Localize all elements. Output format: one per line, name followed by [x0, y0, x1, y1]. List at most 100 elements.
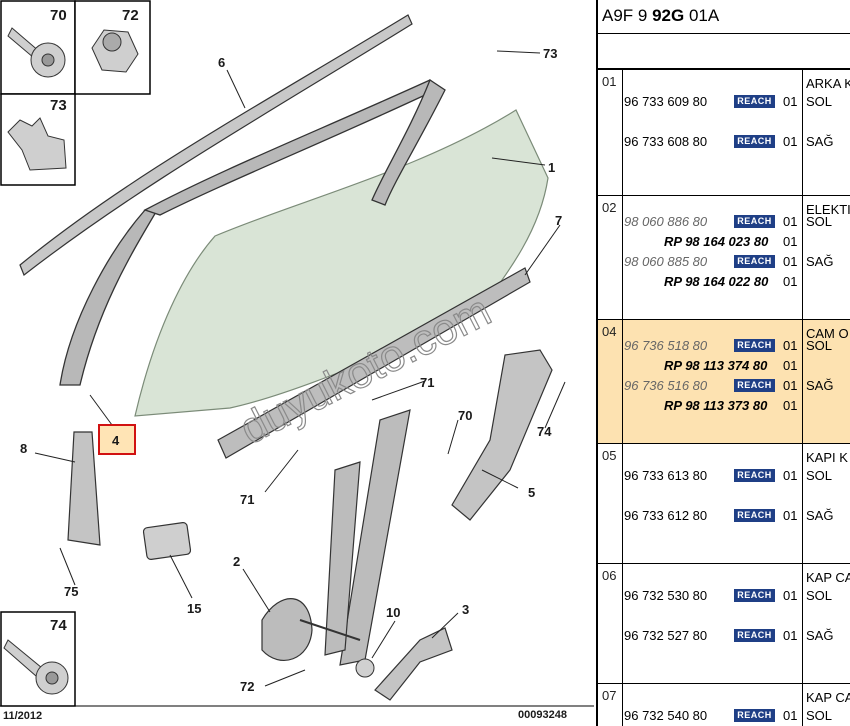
part-number[interactable]: 96 736 518 80	[624, 338, 708, 353]
quantity: 01	[783, 708, 798, 723]
inset-part-74: 74	[0, 611, 76, 707]
side-label: SAĞ	[806, 508, 834, 523]
callout-74: 74	[537, 424, 552, 439]
column-divider	[622, 684, 623, 726]
quantity: 01	[783, 274, 798, 289]
callout-75: 75	[64, 584, 78, 599]
part-number[interactable]: RP 98 113 374 80	[664, 358, 768, 373]
part-number[interactable]: 96 733 612 80	[624, 508, 708, 523]
part-number[interactable]: RP 98 164 022 80	[664, 274, 769, 289]
group-number: 06	[602, 568, 617, 583]
group-02[interactable]: 02 ELEKTI 98 060 886 80 REACH 01 SOL RP 98 164…	[598, 196, 850, 320]
group-number: 07	[602, 688, 617, 703]
clip-icon	[7, 117, 67, 171]
part-number[interactable]: 98 060 885 80	[624, 254, 708, 269]
callout-8: 8	[20, 441, 27, 456]
part-number[interactable]: RP 98 164 023 80	[664, 234, 769, 249]
reach-badge: REACH	[734, 215, 775, 228]
callout-4: 4	[112, 433, 120, 448]
callout-15: 15	[187, 601, 201, 616]
part-number[interactable]: 96 733 609 80	[624, 94, 708, 109]
callout-70-inset: 70	[50, 7, 67, 24]
quantity: 01	[783, 378, 798, 393]
group-number: 02	[602, 200, 617, 215]
column-divider	[622, 564, 623, 683]
reference-bold: 92G	[652, 6, 685, 25]
reach-badge: REACH	[734, 629, 775, 642]
callout-72: 72	[240, 679, 254, 694]
footer-date: 11/2012	[3, 710, 42, 722]
group-description: KAP CA	[806, 690, 850, 705]
column-divider	[622, 196, 623, 319]
window-crank-handle	[374, 627, 453, 701]
side-label: SAĞ	[806, 134, 834, 149]
column-divider	[622, 444, 623, 563]
reach-badge: REACH	[734, 379, 775, 392]
part-row[interactable]: 96 733 612 80 REACH 01 SAĞ	[598, 508, 850, 526]
part-number[interactable]: 96 732 527 80	[624, 628, 708, 643]
side-label: SOL	[806, 338, 833, 353]
part-number[interactable]: RP 98 113 373 80	[664, 398, 768, 413]
reach-badge: REACH	[734, 589, 775, 602]
reach-badge: REACH	[734, 95, 775, 108]
group-description: KAPI K	[806, 450, 848, 465]
quantity: 01	[783, 254, 798, 269]
column-divider	[802, 444, 803, 563]
part-number[interactable]: 96 732 540 80	[624, 708, 708, 723]
side-label: SAĞ	[806, 254, 834, 269]
upper-trim-strip	[19, 14, 413, 276]
group-number: 01	[602, 74, 617, 89]
column-divider	[802, 70, 803, 195]
column-divider	[802, 320, 803, 443]
part-number[interactable]: 98 060 886 80	[624, 214, 708, 229]
footer-code: 00093248	[518, 709, 567, 721]
reference-header: A9F 9 92G 01A	[598, 0, 850, 34]
column-divider	[802, 196, 803, 319]
door-bracket	[451, 349, 553, 521]
callout-72-inset: 72	[122, 7, 139, 24]
bolt-icon	[3, 639, 69, 695]
part-number[interactable]: 96 732 530 80	[624, 588, 708, 603]
column-divider	[622, 70, 623, 195]
side-label: SAĞ	[806, 628, 834, 643]
callout-73-inset: 73	[50, 97, 67, 114]
part-number[interactable]: 96 736 516 80	[624, 378, 708, 393]
door-frame-channel	[59, 79, 446, 386]
column-divider	[622, 320, 623, 443]
part-number[interactable]: 96 733 613 80	[624, 468, 708, 483]
mirror-bracket	[67, 431, 101, 546]
part-row[interactable]: RP 98 164 022 80 01	[598, 274, 850, 292]
quantity: 01	[783, 234, 798, 249]
side-label: SOL	[806, 214, 833, 229]
part-number[interactable]: 96 733 608 80	[624, 134, 708, 149]
header-spacer	[598, 34, 850, 70]
part-row[interactable]: RP 98 164 023 80 01	[598, 234, 850, 252]
side-label: SOL	[806, 708, 833, 723]
inset-part-73: 73	[0, 93, 76, 186]
group-description: KAP CA	[806, 570, 850, 585]
side-label: SOL	[806, 588, 833, 603]
quantity: 01	[783, 508, 798, 523]
group-description: ELEKTI	[806, 202, 850, 217]
callout-10: 10	[386, 605, 400, 620]
group-number: 05	[602, 448, 617, 463]
reach-badge: REACH	[734, 509, 775, 522]
